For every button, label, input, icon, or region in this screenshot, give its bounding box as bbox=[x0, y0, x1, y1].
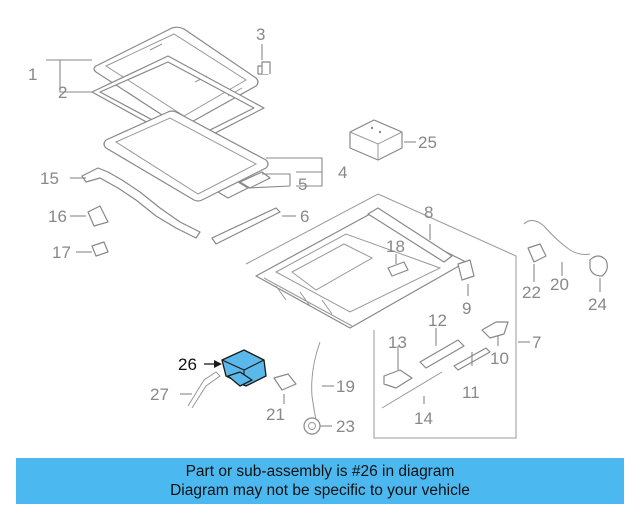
label-27: 27 bbox=[150, 385, 169, 404]
label-6: 6 bbox=[300, 207, 309, 226]
label-9: 9 bbox=[462, 299, 471, 318]
part-20-drain-hose bbox=[523, 220, 591, 255]
part-22-clip bbox=[527, 243, 547, 263]
label-20: 20 bbox=[550, 275, 569, 294]
label-25: 25 bbox=[418, 133, 437, 152]
label-5: 5 bbox=[298, 175, 307, 194]
banner-line-1: Part or sub-assembly is #26 in diagram bbox=[185, 463, 455, 480]
label-17: 17 bbox=[52, 243, 71, 262]
part-1-glass-panel bbox=[93, 26, 259, 127]
part-13-guide bbox=[383, 369, 413, 389]
part-25-module bbox=[349, 119, 416, 161]
label-26: 26 bbox=[178, 355, 197, 374]
part-3-screw bbox=[257, 44, 271, 75]
part-6-rail bbox=[211, 207, 281, 245]
label-23: 23 bbox=[336, 417, 355, 436]
part-23-grommet bbox=[303, 417, 321, 435]
label-18: 18 bbox=[386, 237, 405, 256]
part-24-grommet bbox=[589, 255, 608, 277]
part-8-rail bbox=[367, 207, 453, 263]
part-10-drive bbox=[481, 321, 509, 339]
label-3: 3 bbox=[256, 25, 265, 44]
part-labels: 1 2 3 4 5 6 7 8 9 10 11 12 13 14 15 16 1… bbox=[28, 25, 607, 436]
label-13: 13 bbox=[388, 333, 407, 352]
part-21-clip bbox=[273, 373, 297, 391]
label-10: 10 bbox=[490, 349, 509, 368]
part-19-hose bbox=[311, 341, 321, 421]
label-22: 22 bbox=[522, 283, 541, 302]
label-21: 21 bbox=[266, 405, 285, 424]
part-15-deflector bbox=[81, 167, 201, 239]
label-14: 14 bbox=[414, 409, 433, 428]
label-11: 11 bbox=[462, 383, 480, 402]
parts-diagram: 1 2 3 4 5 6 7 8 9 10 11 12 13 14 15 16 1… bbox=[28, 25, 608, 439]
label-2: 2 bbox=[58, 83, 67, 102]
label-7: 7 bbox=[532, 333, 541, 352]
part-27-hose bbox=[187, 371, 221, 409]
label-1: 1 bbox=[28, 65, 37, 84]
label-19: 19 bbox=[336, 377, 355, 396]
label-12: 12 bbox=[428, 311, 447, 330]
label-8: 8 bbox=[424, 203, 433, 222]
label-24: 24 bbox=[588, 295, 607, 314]
part-9-motor-bracket bbox=[457, 259, 475, 281]
part-4-frame bbox=[103, 110, 269, 202]
part-17-clip bbox=[91, 241, 109, 257]
part-14-cable bbox=[381, 371, 443, 409]
label-4: 4 bbox=[338, 163, 347, 182]
info-banner: Part or sub-assembly is #26 in diagram D… bbox=[16, 458, 624, 504]
label-15: 15 bbox=[40, 169, 59, 188]
label-16: 16 bbox=[48, 207, 67, 226]
banner-line-2: Diagram may not be specific to your vehi… bbox=[170, 482, 470, 499]
part-26-sunroof-motor bbox=[221, 349, 267, 387]
part-12-cable bbox=[419, 339, 465, 369]
part-16-clip bbox=[87, 205, 109, 227]
part-18-bracket bbox=[387, 261, 409, 277]
leader-lines bbox=[46, 59, 601, 427]
